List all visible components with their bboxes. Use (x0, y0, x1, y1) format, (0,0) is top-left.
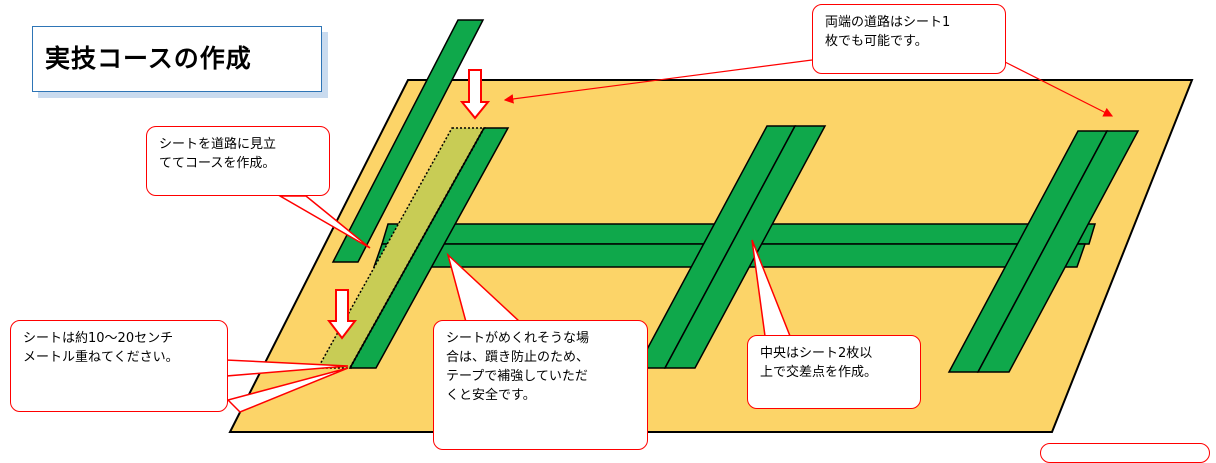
title-box: 実技コースの作成 (32, 26, 322, 92)
overlap-edge (349, 127, 485, 369)
overlap-callout-tail2 (226, 367, 349, 413)
loose-sheet-upper-left (331, 19, 485, 263)
road-callout-tail (277, 195, 371, 249)
callout-road: シートを道路に見立 ててコースを作成。 (146, 126, 330, 196)
down-arrow-icon-bottom (326, 289, 358, 340)
page-title: 実技コースの作成 (45, 44, 252, 73)
center-road-sheet-right (663, 125, 827, 369)
callout-center: 中央はシート2枚以 上で交差点を作成。 (747, 335, 921, 409)
left-road-sheet (348, 127, 510, 369)
right-road-sheet-right (976, 130, 1140, 373)
arrow-to-left-end (503, 59, 813, 104)
arrow-to-right-end (1004, 61, 1114, 117)
callout-ends: 両端の道路はシート1 枚でも可能です。 (812, 4, 1006, 74)
callout-peel: シートがめくれそうな場 合は、躓き防止のため、 テープで補強していただ くと安全… (433, 320, 648, 450)
callout-partial (1040, 443, 1210, 463)
overlap-area (316, 127, 490, 369)
down-arrow-icon-top (459, 69, 491, 120)
callout-overlap: シートは約10〜20センチ メートル重ねてください。 (10, 320, 228, 412)
